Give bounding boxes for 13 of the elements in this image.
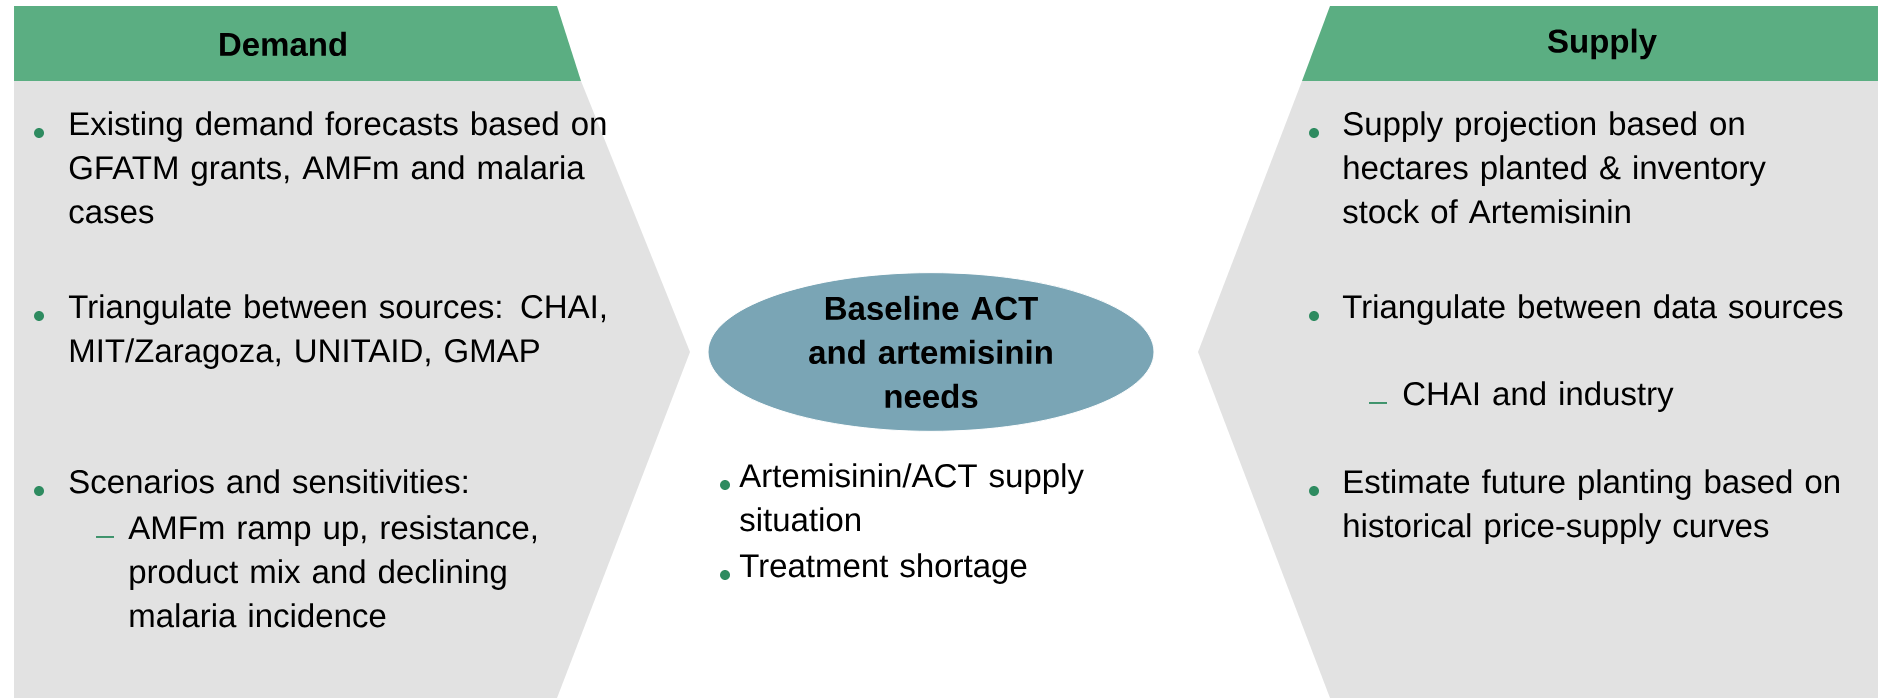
bullet-text: Scenarios and sensitivities: [69,469,467,494]
bullet-text: Existing demand forecasts based on GFATM grants, AMFm and malaria cases [69,111,606,224]
bullet-text: Estimate future planting based on historical price-supply curves [1344,469,1839,544]
bullet-text: Treatment shortage [739,553,1027,584]
ellipse-box: Baseline ACT and artemisinin needs [707,272,1155,432]
bullet-text: Triangulate between data sources [1342,294,1843,325]
bullet-text: Triangulate between sources: CHAI, MIT/Zaragoza, UNITAID, GMAP [68,294,606,369]
sub-bullet-text: AMFm ramp up, resistance, product mix and declining malaria incidence [128,515,536,628]
bullet-text: Supply projection based on hectares planted & inventory stock of Artemisinin [1343,111,1766,224]
panel-header: Supply [1302,6,1878,81]
bullet-text: Artemisinin/ACT supply situation [739,463,1084,532]
panel-header: Demand [14,6,581,81]
sub-bullet-text: CHAI and industry [1403,381,1674,412]
